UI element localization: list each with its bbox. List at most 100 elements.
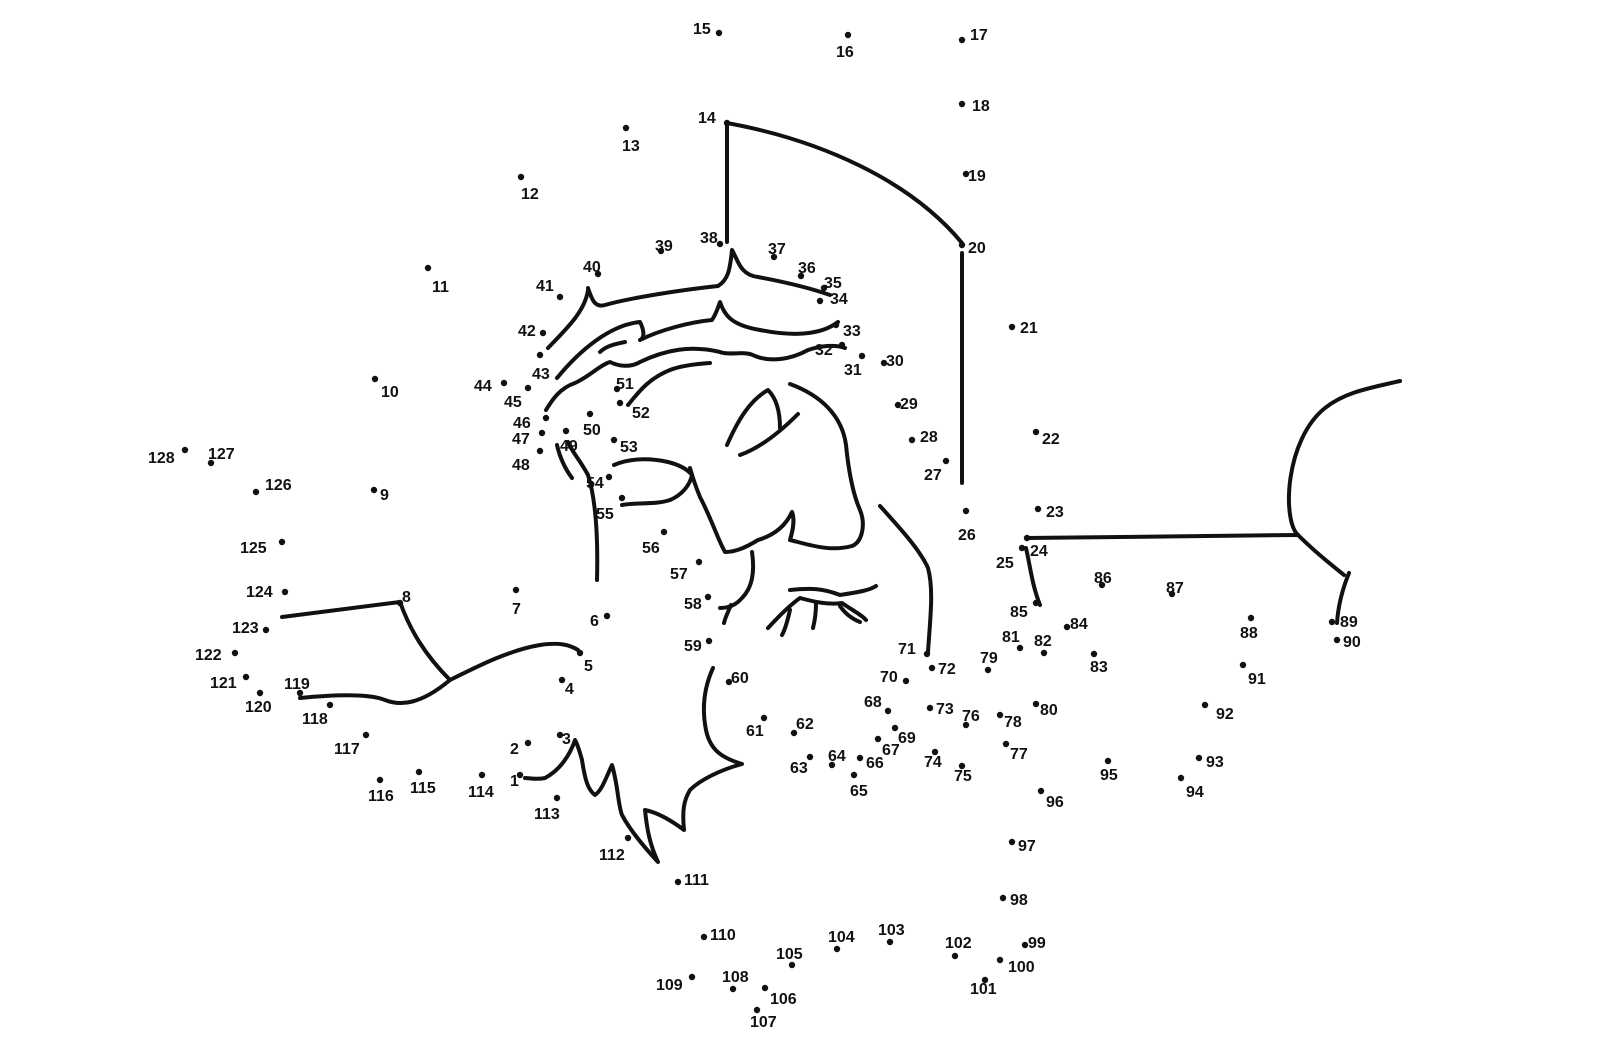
dot-point	[1016, 644, 1024, 652]
dot-73: 73	[926, 701, 954, 718]
dot-point	[558, 676, 566, 684]
dot-number-label: 82	[1034, 633, 1052, 650]
dot-5: 5	[576, 649, 593, 675]
dot-78: 78	[996, 711, 1022, 731]
dot-106: 106	[761, 984, 797, 1008]
dot-number-label: 84	[1070, 616, 1088, 633]
dot-point	[594, 270, 602, 278]
dot-121: 121	[210, 673, 250, 692]
dot-10: 10	[371, 375, 399, 401]
dot-number-label: 83	[1090, 659, 1108, 676]
dot-point	[981, 976, 989, 984]
hair-left-outer	[555, 443, 574, 480]
dot-point	[1201, 701, 1209, 709]
dot-45: 45	[504, 384, 532, 411]
dot-53: 53	[610, 436, 638, 456]
dot-25: 25	[996, 544, 1026, 572]
jaw-left	[718, 550, 756, 610]
dot-20: 20	[958, 240, 986, 257]
dot-number-label: 116	[368, 788, 394, 805]
dot-9: 9	[370, 486, 389, 504]
dot-77: 77	[1002, 740, 1028, 763]
dot-point	[362, 731, 370, 739]
dot-number-label: 114	[468, 784, 494, 801]
crown-top	[586, 248, 832, 308]
dot-85: 85	[1010, 599, 1040, 621]
dot-point	[376, 776, 384, 784]
dot-number-label: 14	[698, 110, 716, 127]
dot-48: 48	[512, 447, 544, 474]
dot-number-label: 51	[616, 376, 634, 393]
eye-line	[738, 412, 800, 457]
dot-number-label: 127	[208, 446, 235, 463]
dot-number-label: 119	[284, 676, 310, 693]
dot-number-label: 64	[828, 748, 846, 765]
beard-top	[766, 596, 868, 630]
dot-109: 109	[656, 973, 696, 994]
dot-point	[725, 678, 733, 686]
dot-point	[1168, 590, 1176, 598]
dot-point	[524, 739, 532, 747]
dot-number-label: 101	[970, 981, 997, 998]
dot-number-label: 5	[584, 658, 593, 675]
dot-114: 114	[468, 771, 494, 801]
dot-number-label: 77	[1010, 746, 1028, 763]
dot-number-label: 26	[958, 527, 976, 544]
dot-point	[538, 429, 546, 437]
dot-number-label: 118	[302, 711, 328, 728]
dot-number-label: 70	[880, 669, 898, 686]
dot-number-label: 31	[844, 362, 862, 379]
dot-54: 54	[586, 473, 613, 492]
dot-28: 28	[908, 429, 938, 446]
dot-number-label: 56	[642, 540, 660, 557]
dot-number-label: 6	[590, 613, 599, 630]
beard-strand-1	[780, 608, 792, 637]
dot-point	[262, 626, 270, 634]
dot-120: 120	[245, 689, 272, 716]
dot-72: 72	[928, 661, 956, 678]
dot-number-label: 35	[824, 275, 842, 292]
dot-118: 118	[302, 701, 334, 728]
dot-number-label: 23	[1046, 504, 1064, 521]
dot-62: 62	[790, 716, 814, 737]
dot-number-label: 78	[1004, 714, 1022, 731]
dot-number-label: 39	[655, 238, 673, 255]
dot-93: 93	[1195, 754, 1224, 771]
dot-point	[618, 494, 626, 502]
dot-number-label: 42	[518, 323, 536, 340]
dot-point	[524, 384, 532, 392]
dot-point	[908, 436, 916, 444]
dot-number-label: 57	[670, 566, 688, 583]
dot-number-label: 18	[972, 98, 990, 115]
dot-number-label: 54	[586, 475, 604, 492]
dot-3: 3	[556, 731, 571, 748]
dot-point	[281, 588, 289, 596]
dot-number-label: 117	[334, 741, 360, 758]
dot-80: 80	[1032, 700, 1058, 719]
dot-105: 105	[776, 946, 803, 969]
dot-99: 99	[1021, 935, 1046, 952]
dot-point	[1032, 428, 1040, 436]
dot-number-label: 94	[1186, 784, 1204, 801]
dot-point	[660, 528, 668, 536]
dot-point	[1247, 614, 1255, 622]
dot-128: 128	[148, 446, 189, 467]
dot-91: 91	[1239, 661, 1266, 688]
dot-125: 125	[240, 538, 286, 557]
dot-7: 7	[512, 586, 521, 618]
dot-16: 16	[836, 31, 854, 61]
dot-point	[688, 973, 696, 981]
beard-long	[523, 666, 744, 864]
eyelid	[725, 388, 782, 447]
dot-number-label: 95	[1100, 767, 1118, 784]
dot-6: 6	[590, 612, 611, 630]
dot-point	[806, 753, 814, 761]
dot-36: 36	[797, 260, 816, 280]
dot-35: 35	[820, 275, 842, 292]
dot-number-label: 59	[684, 638, 702, 655]
dot-point	[729, 985, 737, 993]
brow-cheek	[688, 382, 865, 554]
crown-left-hang	[546, 288, 590, 350]
dot-point	[833, 945, 841, 953]
dot-number-label: 73	[936, 701, 954, 718]
